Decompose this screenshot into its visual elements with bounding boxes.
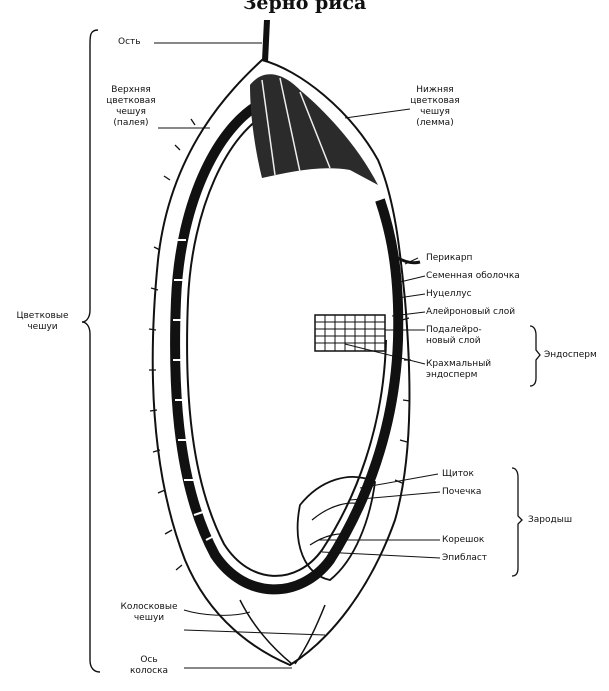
label-subaleurone: Подалейро- новый слой: [426, 325, 482, 347]
label-awn: Ость: [118, 37, 141, 48]
label-palea: Верхняя цветковая чешуя (палея): [100, 85, 162, 129]
label-seed-coat: Семенная оболочка: [426, 271, 520, 282]
label-spikelet-glumes: Колосковые чешуи: [114, 602, 184, 624]
label-scutellum: Щиток: [442, 469, 474, 480]
label-lemma: Нижняя цветковая чешуя (лемма): [400, 85, 470, 129]
label-floral-glumes: Цветковые чешуи: [5, 311, 80, 333]
label-epiblast: Эпибласт: [442, 553, 487, 564]
left-bracket: [82, 30, 100, 672]
label-pericarp: Перикарп: [426, 253, 472, 264]
label-endosperm-group: Эндосперм: [544, 350, 597, 361]
label-nucellus: Нуцеллус: [426, 289, 472, 300]
label-radicle: Корешок: [442, 535, 484, 546]
label-embryo-group: Зародыш: [528, 515, 572, 526]
embryo-bracket: [512, 468, 522, 576]
awn-shape: [262, 20, 270, 62]
label-rachilla: Ось колоска: [114, 655, 184, 677]
label-aleurone: Алейроновый слой: [426, 307, 515, 318]
endosperm-bracket: [530, 326, 540, 386]
label-starchy-endosperm: Крахмальный эндосперм: [426, 359, 491, 381]
label-plumule: Почечка: [442, 487, 481, 498]
